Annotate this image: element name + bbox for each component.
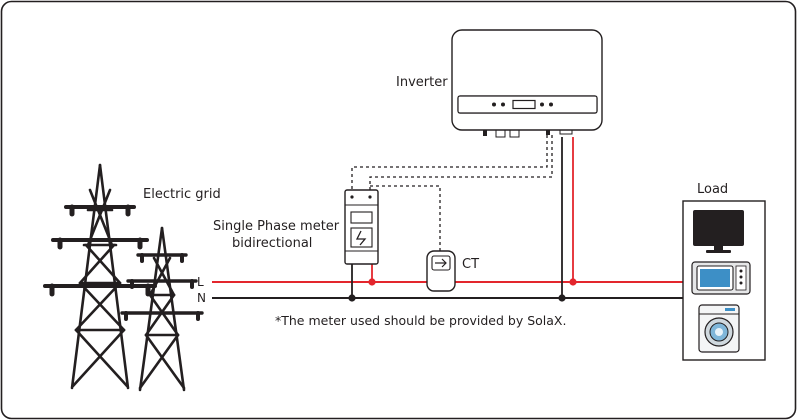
meter-label-line1: Single Phase meter xyxy=(213,219,340,234)
load-label: Load xyxy=(697,182,728,197)
footnote: *The meter used should be provided by So… xyxy=(275,313,566,328)
monitor-icon xyxy=(693,210,744,253)
line-l-label: L xyxy=(197,275,204,289)
load-panel xyxy=(682,200,766,361)
transmission-tower-icon xyxy=(43,163,204,392)
electric-grid-label: Electric grid xyxy=(143,187,221,202)
meter-icon xyxy=(344,189,379,265)
ct-clamp-icon xyxy=(426,250,456,292)
junction-dot xyxy=(368,278,376,286)
junction-dot xyxy=(569,278,577,286)
junction-dot xyxy=(348,294,356,302)
inverter-icon xyxy=(451,29,603,138)
communication-lines xyxy=(351,135,553,252)
microwave-icon xyxy=(691,261,751,295)
inverter-label: Inverter xyxy=(396,75,448,90)
meter-label-line2: bidirectional xyxy=(232,236,312,251)
junction-dot xyxy=(558,294,566,302)
line-n-label: N xyxy=(197,291,206,305)
washing-machine-icon xyxy=(698,304,740,353)
ct-label: CT xyxy=(462,257,479,272)
